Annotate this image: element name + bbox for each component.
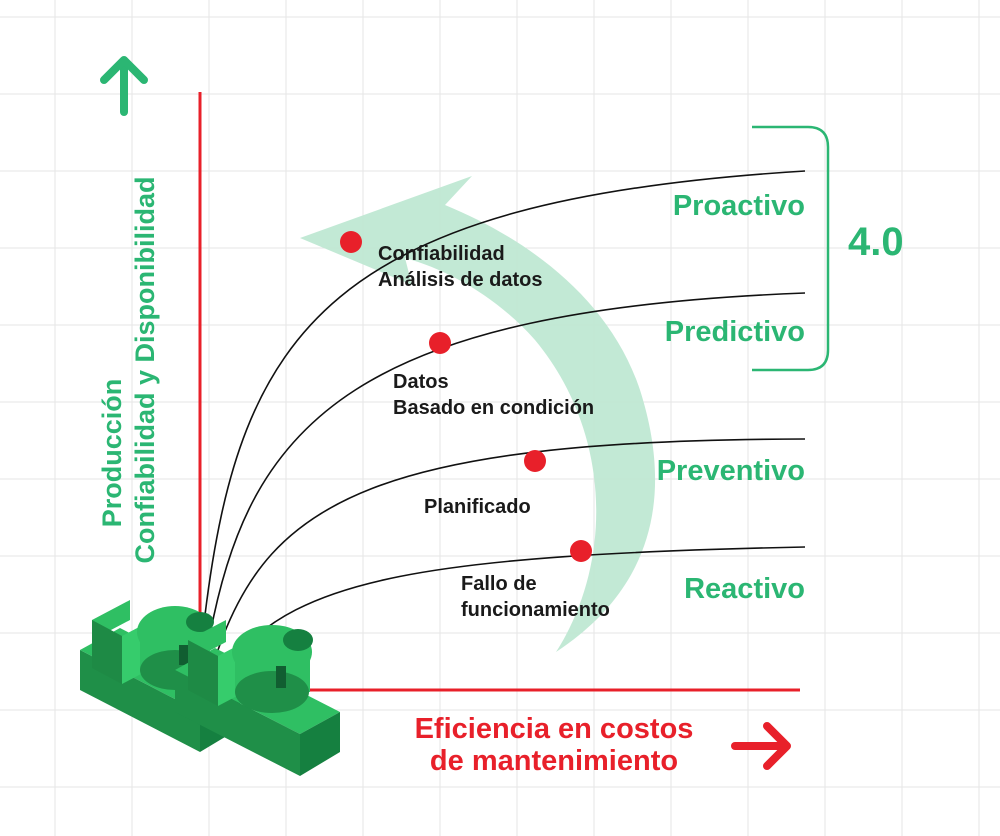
industrial-machine-icon — [80, 600, 340, 776]
x-axis-label-line2: de mantenimiento — [430, 745, 678, 777]
desc-reactivo-line2: funcionamiento — [461, 599, 610, 621]
y-axis-label-line2: Confiabilidad y Disponibilidad — [130, 176, 160, 563]
level-label-reactivo: Reactivo — [684, 573, 805, 605]
progression-arrow — [300, 176, 656, 652]
point-reactivo — [570, 540, 592, 562]
level-label-proactivo: Proactivo — [673, 190, 805, 222]
curve-predictivo — [209, 292, 806, 636]
arrow-up-icon — [100, 56, 148, 116]
point-preventivo — [524, 450, 546, 472]
curve-preventivo — [217, 438, 806, 651]
desc-reactivo-line1: Fallo de — [461, 573, 537, 595]
curve-proactivo — [204, 170, 806, 616]
level-label-predictivo: Predictivo — [665, 316, 805, 348]
x-axis-label-line1: Eficiencia en costos — [415, 713, 694, 745]
desc-predictivo-line1: Datos — [393, 371, 449, 393]
desc-proactivo-line2: Análisis de datos — [378, 269, 543, 291]
y-axis-label-line1: Producción — [97, 379, 127, 528]
level-label-preventivo: Preventivo — [657, 455, 805, 487]
group-label-4-0: 4.0 — [848, 220, 904, 264]
machine-front — [175, 620, 340, 776]
point-proactivo — [340, 231, 362, 253]
desc-proactivo-line1: Confiabilidad — [378, 243, 505, 265]
desc-preventivo-line1: Planificado — [424, 496, 531, 518]
arrow-right-icon — [731, 722, 791, 770]
group-bracket — [752, 125, 830, 372]
point-predictivo — [429, 332, 451, 354]
desc-predictivo-line2: Basado en condición — [393, 397, 594, 419]
